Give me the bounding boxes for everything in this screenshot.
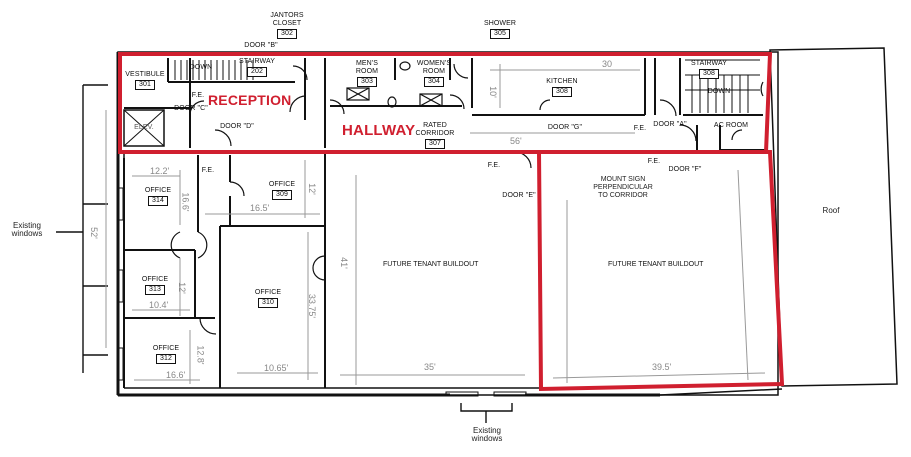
room-number: 301: [135, 80, 155, 90]
stair-down-label-308: DOWN: [707, 88, 731, 95]
door-f-label: DOOR "F": [668, 166, 702, 173]
room-ac-room[interactable]: AC ROOM: [713, 122, 749, 129]
room-name: SHOWER: [483, 20, 517, 27]
dim-corridor-length: 56': [510, 136, 522, 146]
door-g-label: DOOR "G": [547, 124, 583, 131]
door-a-label: DOOR "A": [653, 121, 687, 128]
dim-office-312-depth: 12.8': [195, 345, 206, 365]
room-number: 307: [425, 139, 445, 149]
room-office-310[interactable]: OFFICE 310: [250, 289, 286, 308]
fire-extinguisher-label: F.E.: [201, 167, 215, 174]
dim-office-309-width: 16.5': [250, 203, 270, 213]
roof-outline: [769, 47, 898, 387]
dim-office-313-depth: 12': [176, 282, 187, 294]
room-number: 202: [247, 67, 267, 77]
room-number: 310: [258, 298, 278, 308]
room-name: VESTIBULE: [125, 71, 165, 78]
zone-hallway-label: HALLWAY: [342, 122, 416, 139]
door-c-label: DOOR "C": [174, 105, 208, 112]
room-name: OFFICE: [144, 187, 172, 194]
dim-building-depth: 52': [88, 227, 99, 239]
room-name: OFFICE: [254, 289, 282, 296]
room-stairway-308[interactable]: STAIRWAY 308: [687, 60, 731, 79]
room-number: 312: [156, 354, 176, 364]
door-b-label: DOOR "B": [244, 42, 278, 49]
dim-office-312-width: 16.6': [166, 370, 186, 380]
highlight-outlines: [118, 52, 785, 392]
room-number: 304: [424, 77, 444, 87]
room-number: 303: [357, 77, 377, 87]
room-stairway-202[interactable]: STAIRWAY 202: [234, 58, 280, 77]
tenant-area-west-label[interactable]: FUTURE TENANT BUILDOUT: [383, 261, 479, 268]
dim-kitchen-width: 30: [602, 59, 613, 69]
room-number: 314: [148, 196, 168, 206]
room-office-314[interactable]: OFFICE 314: [140, 187, 176, 206]
room-name: STAIRWAY: [239, 58, 275, 65]
room-elevator[interactable]: ELEV.: [134, 124, 154, 131]
room-number: 309: [272, 190, 292, 200]
room-kitchen[interactable]: KITCHEN 308: [542, 78, 582, 97]
dim-office-309-depth: 12': [306, 183, 317, 195]
fire-extinguisher-label: F.E.: [633, 125, 647, 132]
dim-office-314-width: 12.2': [150, 166, 170, 176]
room-office-309[interactable]: OFFICE 309: [264, 181, 300, 200]
room-number: 308: [699, 69, 719, 79]
room-number: 308: [552, 87, 572, 97]
stair-down-label-202: DOWN: [189, 64, 213, 71]
dim-tenant-east-width: 39.5': [652, 362, 672, 372]
door-e-label: DOOR "E": [502, 192, 536, 199]
roof-label: Roof: [822, 206, 840, 215]
zone-reception-label: RECEPTION: [208, 92, 292, 108]
dim-office-313-width: 10.4': [149, 300, 169, 310]
room-vestibule[interactable]: VESTIBULE 301: [124, 71, 166, 90]
dim-kitchen-depth: 10': [487, 86, 498, 98]
dim-office-314-depth: 16.6': [180, 192, 191, 212]
room-office-312[interactable]: OFFICE 312: [148, 345, 184, 364]
room-number: 313: [145, 285, 165, 295]
room-name: OFFICE: [152, 345, 180, 352]
fire-extinguisher-label: F.E.: [487, 162, 501, 169]
room-number: 305: [490, 29, 510, 39]
room-name: STAIRWAY: [691, 60, 727, 67]
dim-office-310-depth: 33.75': [307, 293, 318, 319]
dim-tenant-west-depth: 41': [338, 257, 349, 269]
room-name: OFFICE: [268, 181, 296, 188]
dim-tenant-west-width: 35': [424, 362, 436, 372]
fire-extinguisher-label: F.E.: [647, 158, 661, 165]
room-name: OFFICE: [141, 276, 169, 283]
room-shower[interactable]: SHOWER 305: [482, 20, 518, 39]
room-office-313[interactable]: OFFICE 313: [137, 276, 173, 295]
tenant-area-east-label[interactable]: FUTURE TENANT BUILDOUT: [608, 261, 704, 268]
dim-office-310-width: 10.65': [264, 363, 289, 373]
room-name: KITCHEN: [546, 78, 578, 85]
door-d-label: DOOR "D": [220, 123, 254, 130]
fire-extinguisher-label: F.E.: [191, 92, 205, 99]
room-number: 302: [277, 29, 297, 39]
